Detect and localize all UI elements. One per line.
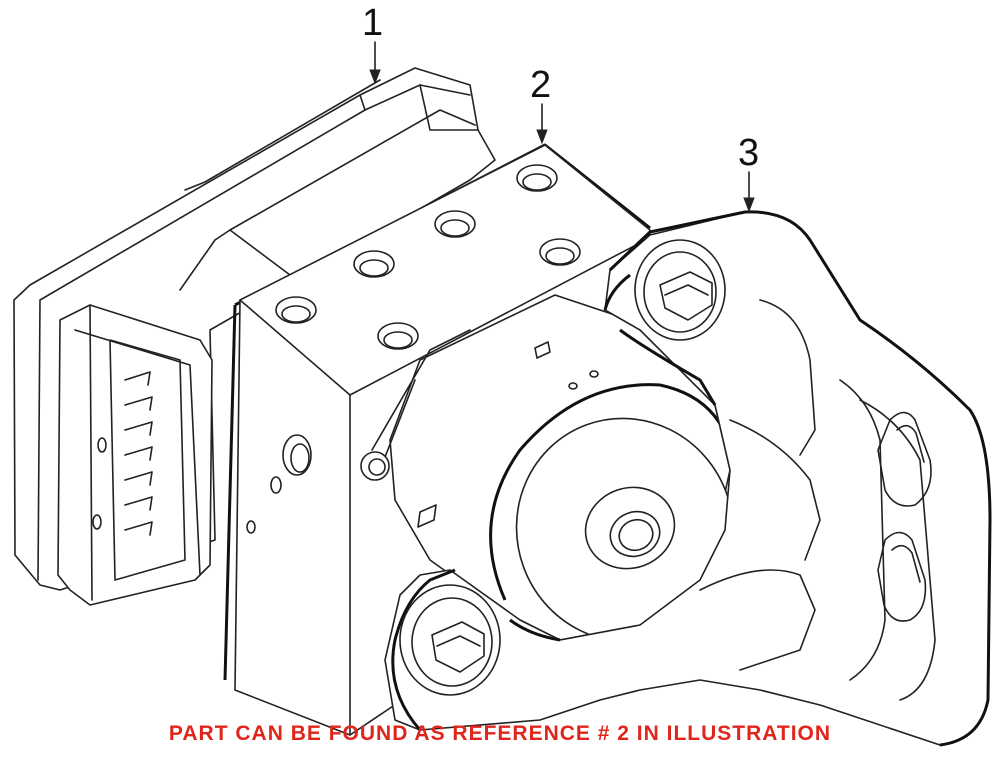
callout-3: 3 xyxy=(738,132,760,174)
mounting-bracket xyxy=(384,210,992,747)
callout-2: 2 xyxy=(530,64,552,106)
hydraulic-unit xyxy=(223,143,737,736)
callout-1: 1 xyxy=(362,2,384,44)
leader-arrows xyxy=(369,41,755,213)
control-module xyxy=(13,67,496,606)
reference-note: PART CAN BE FOUND AS REFERENCE # 2 IN IL… xyxy=(168,722,832,745)
